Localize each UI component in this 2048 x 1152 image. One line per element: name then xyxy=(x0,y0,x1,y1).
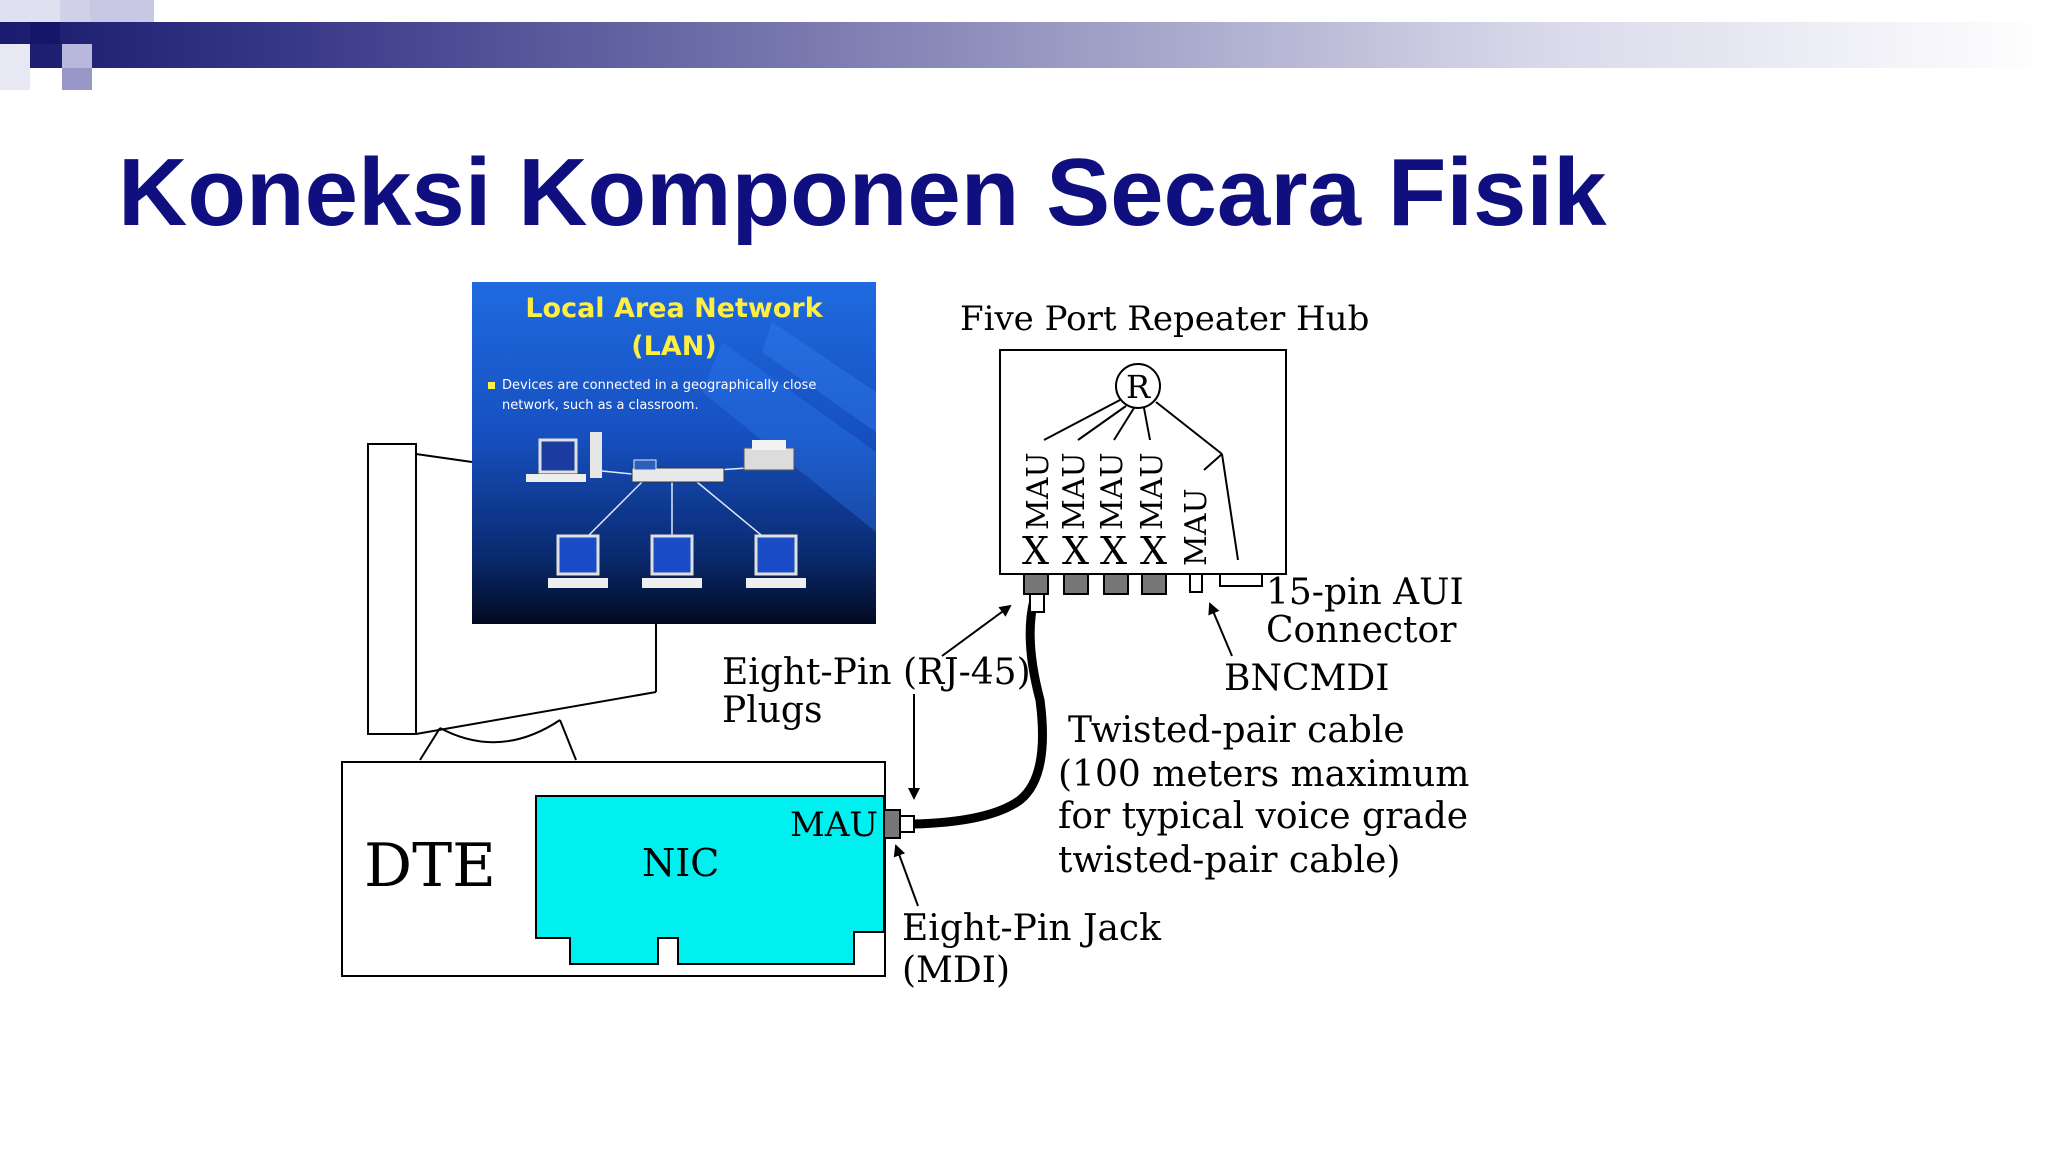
repeater-symbol: R xyxy=(1126,368,1151,406)
hub-mau-label: MAU xyxy=(1095,452,1130,530)
monitor-outline xyxy=(367,443,657,761)
decor-square-mid xyxy=(90,0,154,22)
hub-mau-label: MAU xyxy=(1179,488,1214,566)
decor-square-dark xyxy=(30,22,60,44)
lan-printer-icon xyxy=(743,440,795,471)
bnc-port xyxy=(1189,573,1203,593)
repeater-links xyxy=(1043,399,1239,561)
hub-ports xyxy=(1023,573,1263,595)
nic-card xyxy=(535,795,885,965)
hub-plug xyxy=(1029,593,1045,613)
hub-x-marker: X xyxy=(1140,529,1167,573)
dte-label: DTE xyxy=(364,831,496,901)
arrow-to-hub-plug xyxy=(941,604,1012,657)
decor-square-mid xyxy=(62,44,92,68)
decor-square-light xyxy=(0,44,30,90)
lan-computer-icon xyxy=(548,534,608,588)
lan-bullet-text: Devices are connected in a geographicall… xyxy=(502,378,817,413)
repeater-circle xyxy=(1115,363,1161,409)
aui-label-line1: 15-pin AUI xyxy=(1266,572,1464,613)
aui-port xyxy=(1219,573,1263,587)
lan-computer-icon xyxy=(642,534,702,588)
decor-square-light xyxy=(0,0,60,22)
jack-label-line2: (MDI) xyxy=(902,950,1010,991)
lan-illustration xyxy=(526,322,876,588)
cable-label-line3: for typical voice grade xyxy=(1058,796,1468,837)
lan-computer-icon xyxy=(526,432,602,482)
lan-title-line1: Local Area Network xyxy=(525,293,823,324)
decor-square-mid xyxy=(62,68,92,90)
hub-port xyxy=(1141,573,1167,595)
lan-bullet: Devices are connected in a geographicall… xyxy=(488,376,862,416)
hub-x-marker: X xyxy=(1022,529,1049,573)
nic-jack xyxy=(883,809,901,839)
arrow-to-nic-jack xyxy=(893,844,919,907)
hub-mau-label: MAU xyxy=(1135,452,1170,530)
nic-label: NIC xyxy=(642,841,719,885)
hub-port xyxy=(1063,573,1089,595)
bnc-label: BNCMDI xyxy=(1224,658,1389,699)
twisted-pair-cable xyxy=(913,587,1047,829)
hub-x-marker: X xyxy=(1062,529,1089,573)
lan-title: Local Area Network (LAN) xyxy=(472,290,876,366)
slide-title: Koneksi Komponen Secara Fisik xyxy=(118,139,1607,246)
nic-plug xyxy=(899,815,915,833)
hub-title: Five Port Repeater Hub xyxy=(960,299,1369,339)
decor-square-light xyxy=(60,0,90,22)
arrow-to-bnc xyxy=(1208,602,1233,657)
aui-label-line2: Connector xyxy=(1266,610,1457,651)
bullet-icon xyxy=(488,382,495,389)
cable-label-line2: (100 meters maximum xyxy=(1058,754,1469,795)
lan-image-panel: Local Area Network (LAN) Devices are con… xyxy=(472,282,876,624)
cable-label-line1: Twisted-pair cable xyxy=(1068,710,1405,751)
lan-title-line2: (LAN) xyxy=(631,331,717,362)
pointer-arrows xyxy=(893,602,1233,907)
nic-mau-label: MAU xyxy=(790,805,878,845)
hub-mau-label: MAU xyxy=(1021,452,1056,530)
cable-label-line4: twisted-pair cable) xyxy=(1058,840,1400,881)
plugs-label-line2: Plugs xyxy=(722,690,822,731)
plugs-label-line1: Eight-Pin (RJ-45) xyxy=(722,652,1031,693)
hub-mau-label: MAU xyxy=(1057,452,1092,530)
hub-port xyxy=(1103,573,1129,595)
header-gradient-bar xyxy=(0,22,2048,68)
hub-port xyxy=(1023,573,1049,595)
jack-label-line1: Eight-Pin Jack xyxy=(902,908,1162,949)
lan-computer-icon xyxy=(746,534,806,588)
lan-hub-icon xyxy=(631,467,725,483)
hub-x-marker: X xyxy=(1100,529,1127,573)
